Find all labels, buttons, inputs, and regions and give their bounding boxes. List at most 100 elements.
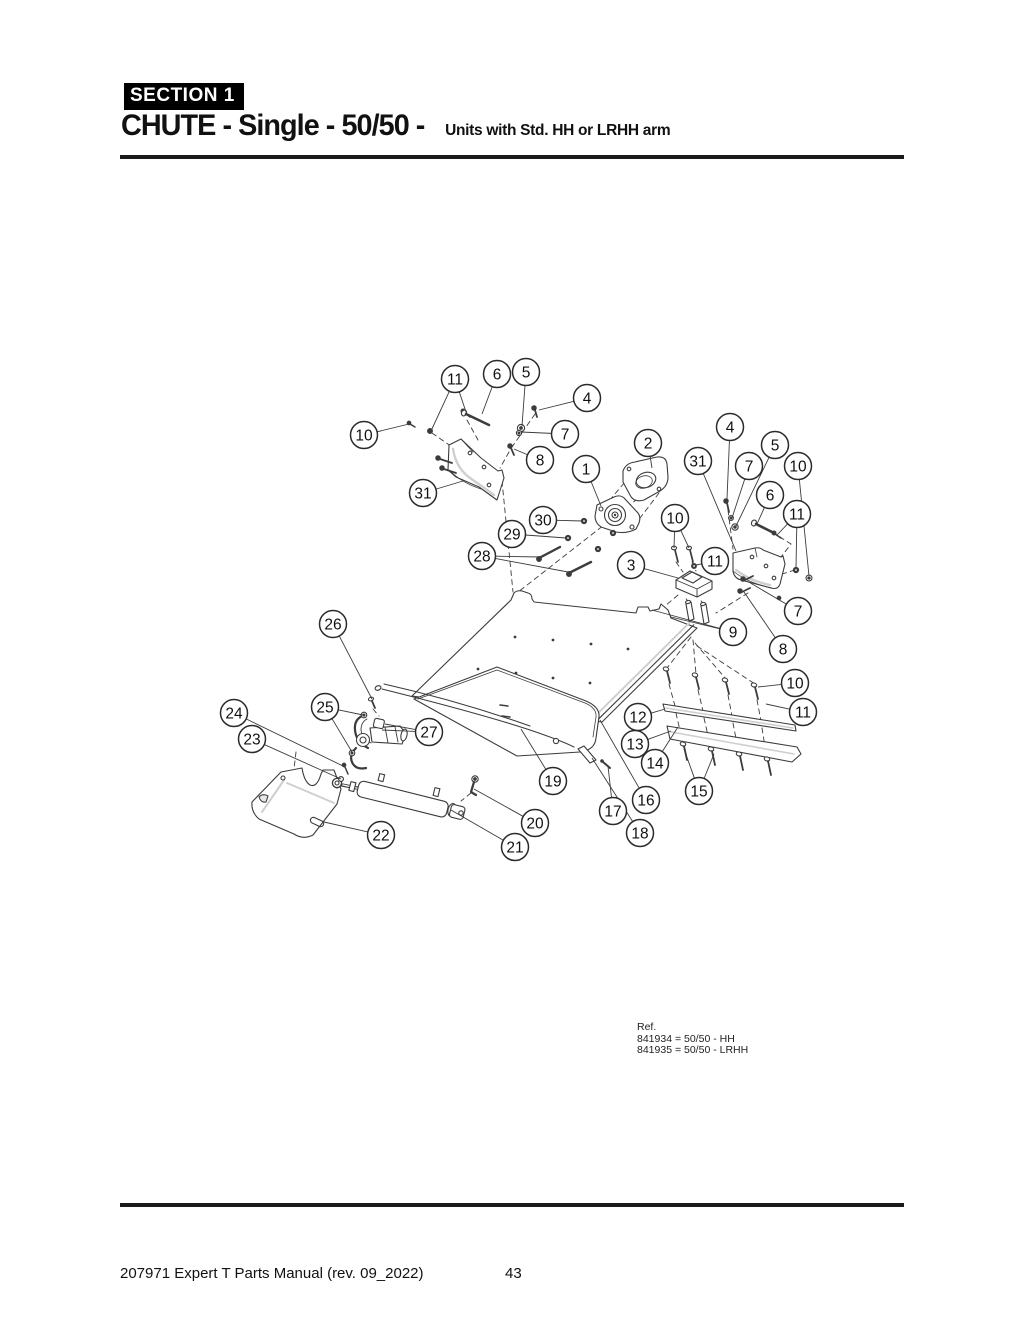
leader-line bbox=[521, 385, 526, 427]
callout-6: 6 bbox=[482, 359, 512, 389]
footer-manual-title: 207971 Expert T Parts Manual (rev. 09_20… bbox=[120, 1265, 424, 1282]
leader-line bbox=[338, 709, 364, 716]
leader-line bbox=[495, 555, 541, 558]
svg-text:17: 17 bbox=[604, 803, 621, 820]
reference-line: Ref. bbox=[637, 1021, 657, 1033]
leader-line bbox=[731, 478, 746, 519]
callout-20: 20 bbox=[520, 808, 550, 838]
leader-line bbox=[381, 729, 416, 732]
svg-text:25: 25 bbox=[316, 699, 333, 716]
svg-text:3: 3 bbox=[627, 557, 636, 574]
leader-line bbox=[726, 440, 730, 500]
reference-block: Ref. 841934 = 50/50 - HH 841935 = 50/50 … bbox=[637, 1021, 748, 1057]
leader-line bbox=[525, 534, 567, 539]
leader-line bbox=[661, 726, 679, 752]
strip-screws bbox=[662, 666, 772, 776]
svg-text:15: 15 bbox=[690, 783, 707, 800]
callout-23: 23 bbox=[237, 724, 267, 754]
callout-4: 4 bbox=[715, 412, 745, 442]
leader-line bbox=[743, 591, 776, 639]
pivot-bracket-right bbox=[732, 547, 786, 601]
callout-7: 7 bbox=[550, 419, 580, 449]
svg-text:24: 24 bbox=[225, 705, 243, 722]
leader-line bbox=[765, 703, 790, 710]
callout-22: 22 bbox=[366, 820, 396, 850]
leader-line bbox=[673, 531, 675, 549]
svg-text:10: 10 bbox=[355, 427, 373, 444]
leader-line bbox=[435, 480, 464, 490]
leader-line bbox=[670, 616, 720, 630]
leader-line bbox=[450, 809, 504, 841]
callout-12: 12 bbox=[623, 702, 653, 732]
callout-8: 8 bbox=[768, 634, 798, 664]
leader-line bbox=[520, 431, 552, 434]
svg-text:11: 11 bbox=[789, 506, 805, 523]
svg-text:1: 1 bbox=[582, 461, 591, 478]
callout-10: 10 bbox=[349, 420, 379, 450]
callout-5: 5 bbox=[760, 430, 790, 460]
callout-21: 21 bbox=[500, 832, 530, 862]
svg-text:10: 10 bbox=[789, 458, 807, 475]
svg-text:28: 28 bbox=[473, 548, 490, 565]
callout-5: 5 bbox=[511, 357, 541, 387]
leader-line bbox=[702, 473, 737, 552]
svg-text:7: 7 bbox=[794, 603, 803, 620]
svg-text:10: 10 bbox=[666, 510, 684, 527]
callout-19: 19 bbox=[538, 766, 568, 796]
leader-line bbox=[650, 708, 666, 714]
footer: 207971 Expert T Parts Manual (rev. 09_20… bbox=[120, 1265, 904, 1282]
mounting-plate bbox=[251, 767, 342, 838]
section-badge: SECTION 1 bbox=[124, 83, 244, 110]
callout-1: 1 bbox=[571, 454, 601, 484]
callout-13: 13 bbox=[620, 729, 650, 759]
leader-line bbox=[473, 788, 524, 817]
callout-31: 31 bbox=[408, 478, 438, 508]
leader-line bbox=[556, 519, 584, 522]
bearing-hub bbox=[594, 495, 641, 534]
leader-line bbox=[377, 423, 410, 433]
leader-line bbox=[647, 730, 672, 740]
page-title-main: CHUTE - Single - 50/50 - bbox=[121, 109, 425, 142]
callout-15: 15 bbox=[684, 776, 714, 806]
svg-text:6: 6 bbox=[493, 366, 502, 383]
bracket-left-fasteners bbox=[406, 405, 538, 456]
leader-line bbox=[643, 568, 679, 579]
svg-text:2: 2 bbox=[644, 435, 653, 452]
leader-line bbox=[538, 400, 575, 411]
page-title-sub: Units with Std. HH or LRHH arm bbox=[445, 122, 671, 139]
leader-line bbox=[703, 753, 715, 779]
leader-line bbox=[798, 479, 810, 577]
svg-text:12: 12 bbox=[629, 709, 646, 726]
deck-hole-dots bbox=[476, 635, 630, 685]
leader-line bbox=[776, 523, 789, 536]
svg-text:26: 26 bbox=[324, 616, 341, 633]
svg-text:11: 11 bbox=[795, 704, 811, 721]
leader-line bbox=[331, 718, 353, 753]
callout-7: 7 bbox=[783, 596, 813, 626]
svg-text:23: 23 bbox=[243, 731, 260, 748]
deflector-panel bbox=[413, 666, 600, 757]
hub-hardware bbox=[536, 517, 617, 577]
leader-line bbox=[757, 684, 782, 688]
svg-text:5: 5 bbox=[771, 437, 780, 454]
svg-text:4: 4 bbox=[726, 419, 735, 436]
svg-text:7: 7 bbox=[561, 426, 570, 443]
callout-24: 24 bbox=[219, 698, 249, 728]
svg-text:9: 9 bbox=[729, 624, 738, 641]
callout-7: 7 bbox=[734, 451, 764, 481]
svg-text:8: 8 bbox=[779, 641, 788, 658]
svg-text:5: 5 bbox=[522, 364, 531, 381]
svg-text:20: 20 bbox=[526, 815, 544, 832]
leader-line bbox=[651, 609, 721, 629]
callout-6: 6 bbox=[755, 480, 785, 510]
callout-10: 10 bbox=[783, 451, 813, 481]
svg-text:11: 11 bbox=[447, 371, 463, 388]
control-cable bbox=[374, 683, 611, 769]
leader-line bbox=[683, 748, 695, 779]
callout-2: 2 bbox=[633, 428, 663, 458]
callout-11: 11 bbox=[700, 546, 730, 576]
side-bracket bbox=[670, 545, 713, 625]
callout-28: 28 bbox=[467, 541, 497, 571]
